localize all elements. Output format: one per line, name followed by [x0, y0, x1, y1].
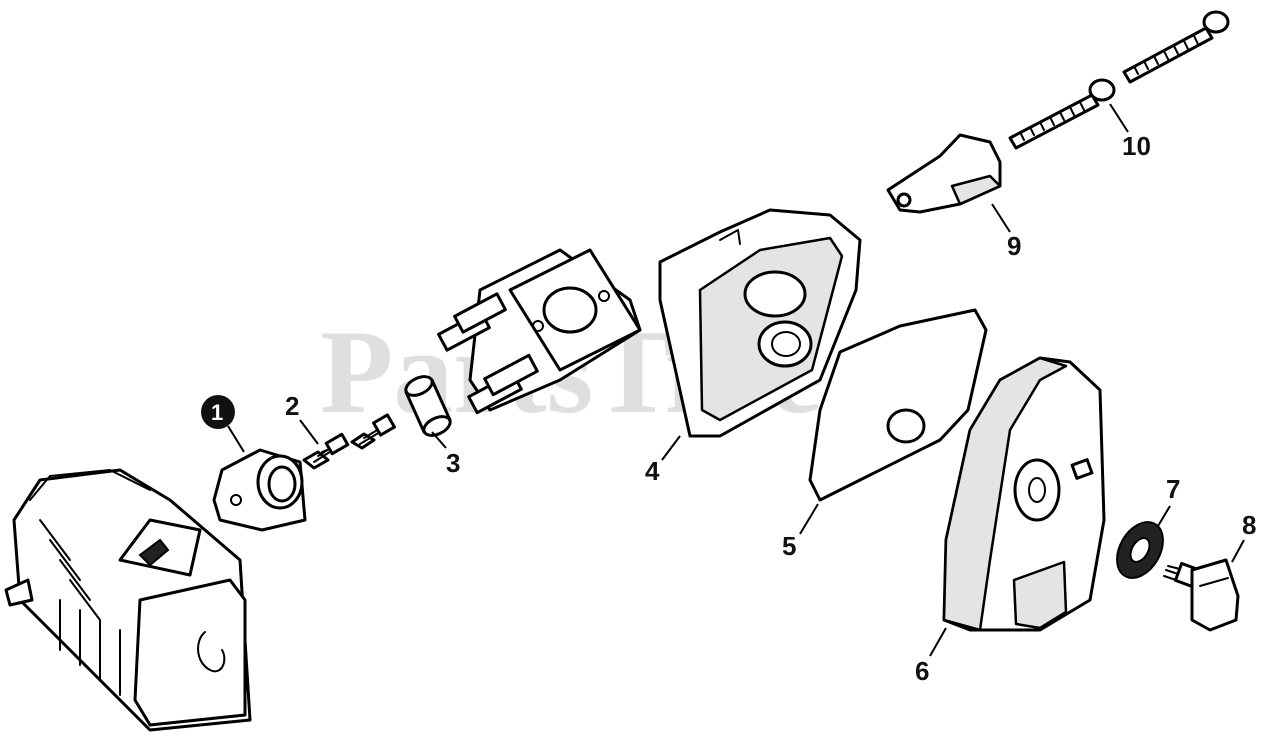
callout-10-label: 10 — [1122, 131, 1151, 161]
callout-9-label: 9 — [1007, 231, 1021, 261]
callout-5: 5 — [782, 503, 819, 561]
part-8-knob — [1163, 558, 1240, 632]
part-1-intake-manifold — [212, 448, 307, 532]
part-9-breather-tube — [886, 133, 1002, 214]
callout-7: 7 — [1157, 474, 1180, 527]
engine-cylinder — [4, 468, 252, 732]
part-6-air-filter-cover — [942, 356, 1106, 632]
callout-10: 10 — [1109, 103, 1151, 161]
callout-6: 6 — [915, 627, 947, 686]
callout-3: 3 — [431, 431, 460, 478]
callout-2-label: 2 — [285, 391, 299, 421]
part-2-screws — [302, 413, 396, 470]
callout-2: 2 — [285, 391, 319, 445]
callout-4-label: 4 — [645, 456, 660, 486]
callout-3-label: 3 — [446, 448, 460, 478]
part-4-air-filter-base — [658, 208, 862, 438]
part-10-bolts — [1008, 10, 1230, 150]
callout-7-label: 7 — [1166, 474, 1180, 504]
callout-5-label: 5 — [782, 531, 796, 561]
part-7-washer — [1116, 521, 1164, 579]
callout-8-label: 8 — [1242, 510, 1256, 540]
callout-8: 8 — [1231, 510, 1256, 563]
callout-1: 1 — [201, 395, 245, 453]
callout-6-label: 6 — [915, 656, 929, 686]
callout-4: 4 — [645, 435, 681, 486]
carburetor-block — [437, 248, 642, 415]
callout-9: 9 — [991, 203, 1021, 261]
callout-1-label: 1 — [211, 400, 223, 425]
part-5-filter-gasket — [808, 308, 988, 502]
part-3-bushing — [404, 375, 452, 437]
